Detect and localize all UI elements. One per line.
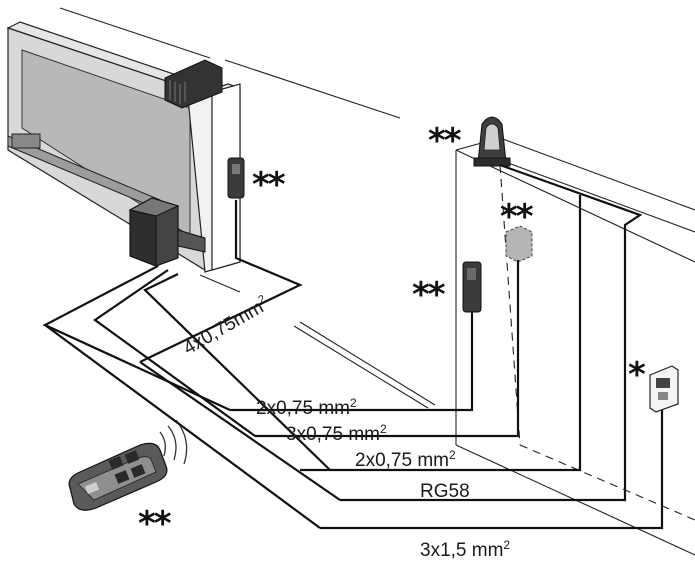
cable-routes [42, 163, 664, 530]
marker-photocell-wall: ** [412, 275, 446, 315]
remote-control-icon [68, 442, 168, 511]
cable-label-antenna: RG58 [420, 481, 470, 502]
marker-photocell-gate: ** [252, 165, 286, 205]
right-wall [455, 137, 695, 556]
marker-remote: ** [138, 504, 172, 544]
cable-label-power: 3x1,5 mm2 [420, 538, 510, 561]
marker-keypad: ** [500, 197, 534, 237]
gate-motor-icon [128, 197, 206, 267]
marker-selector: * [628, 355, 646, 395]
cable-label-motor: 4x0,75mm2 [180, 293, 273, 359]
cable-label-photo-rx: 2x0,75 mm2 [256, 396, 357, 419]
keypad-icon [505, 225, 533, 263]
sliding-gate-icon [6, 21, 241, 273]
antenna-lamp-icon [473, 116, 511, 167]
cable-label-keypad: 3x0,75 mm2 [286, 422, 387, 445]
ground-lines [59, 7, 436, 409]
cable-label-photo-tx: 2x0,75 mm2 [355, 448, 456, 471]
marker-antenna: ** [428, 121, 462, 161]
photocell-icon [462, 261, 482, 313]
photocell-icon [227, 157, 245, 199]
selector-switch-icon [649, 365, 679, 413]
